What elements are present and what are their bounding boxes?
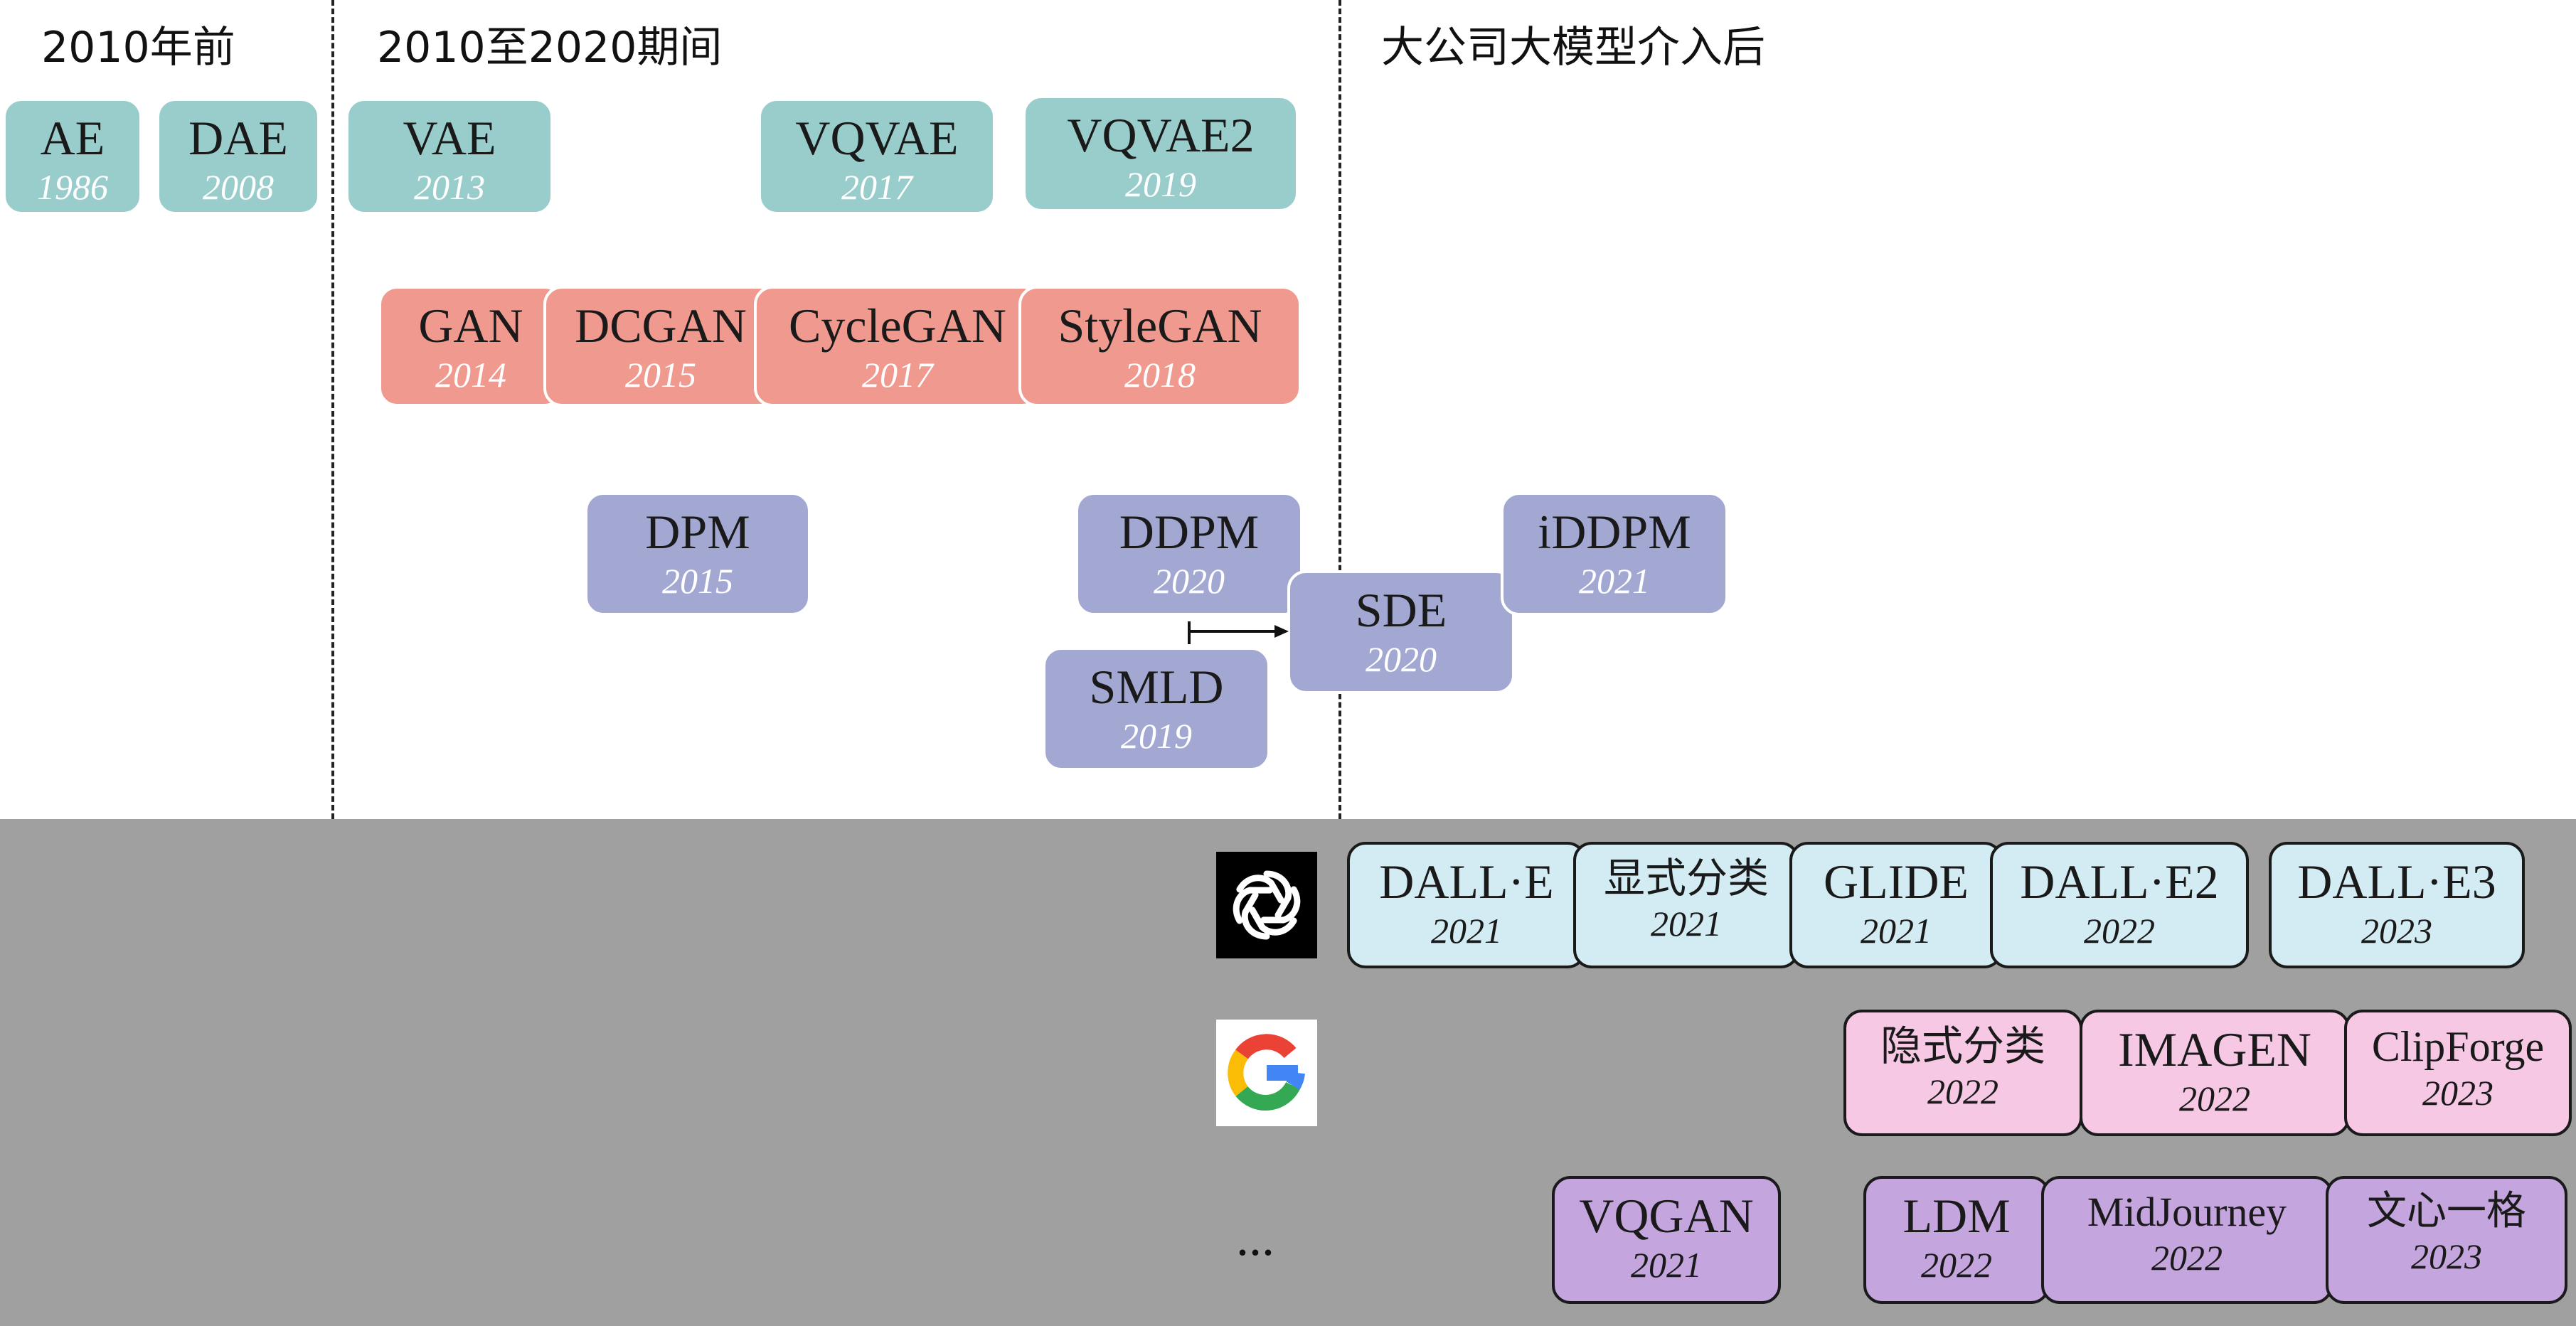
model-year: 2018 — [1124, 355, 1196, 395]
model-year: 2020 — [1366, 639, 1437, 679]
era-label-big-models: 大公司大模型介入后 — [1381, 23, 1765, 73]
model-name: StyleGAN — [1058, 299, 1262, 353]
model-year: 2021 — [1651, 904, 1722, 943]
model-box-imagen: IMAGEN 2022 — [2080, 1010, 2350, 1136]
model-year: 2017 — [841, 167, 912, 207]
model-name: VAE — [403, 111, 496, 165]
model-year: 2015 — [662, 561, 733, 601]
model-name: DCGAN — [575, 299, 747, 353]
model-name: 显式分类 — [1603, 854, 1769, 902]
model-box-implicit-classifier: 隐式分类 2022 — [1843, 1010, 2082, 1136]
model-name: DAE — [188, 111, 288, 165]
model-name: DALL·E2 — [2020, 855, 2219, 909]
model-year: 2021 — [1431, 911, 1502, 951]
era-label-2010-2020: 2010至2020期间 — [377, 23, 723, 73]
model-box-vae: VAE 2013 — [346, 98, 553, 215]
model-box-cyclegan: CycleGAN 2017 — [754, 286, 1041, 407]
model-year: 2020 — [1154, 561, 1225, 601]
model-box-ddpm: DDPM 2020 — [1075, 492, 1303, 616]
model-name: 隐式分类 — [1880, 1022, 2045, 1070]
model-name: GAN — [418, 299, 523, 353]
merge-arrow-icon — [1188, 621, 1289, 644]
model-box-midjourney: MidJourney 2022 — [2041, 1176, 2333, 1304]
model-box-sde: SDE 2020 — [1287, 570, 1515, 694]
era-label-before-2010: 2010年前 — [41, 23, 235, 73]
model-year: 2021 — [1861, 911, 1932, 951]
other-companies-ellipsis: ... — [1236, 1209, 1274, 1266]
model-year: 2023 — [2422, 1073, 2493, 1113]
era-divider-2010 — [331, 0, 334, 819]
model-year: 2022 — [2151, 1238, 2223, 1278]
model-name: VQVAE2 — [1067, 108, 1255, 162]
model-year: 2022 — [1921, 1245, 1992, 1285]
model-year: 2008 — [203, 167, 274, 207]
model-box-dalle3: DALL·E3 2023 — [2269, 842, 2525, 968]
google-logo-icon — [1216, 1020, 1317, 1126]
model-name: LDM — [1902, 1189, 2011, 1243]
model-year: 1986 — [37, 167, 108, 207]
model-name: SDE — [1355, 583, 1447, 637]
model-year: 2022 — [1927, 1071, 1998, 1111]
model-name: iDDPM — [1538, 505, 1691, 559]
model-name: IMAGEN — [2118, 1022, 2311, 1076]
model-box-vqvae: VQVAE 2017 — [758, 98, 996, 215]
model-year: 2017 — [862, 355, 933, 395]
model-name: AE — [40, 111, 105, 165]
model-year: 2021 — [1631, 1245, 1702, 1285]
model-box-dcgan: DCGAN 2015 — [543, 286, 778, 407]
model-name: VQVAE — [795, 111, 959, 165]
model-box-glide: GLIDE 2021 — [1789, 842, 2003, 968]
model-box-wenxin-yige: 文心一格 2023 — [2326, 1176, 2567, 1304]
model-box-ae: AE 1986 — [3, 98, 142, 215]
model-name: DALL·E3 — [2297, 855, 2496, 909]
model-name: DALL·E — [1379, 855, 1554, 909]
model-name: DDPM — [1119, 505, 1260, 559]
model-box-dalle: DALL·E 2021 — [1347, 842, 1586, 968]
model-year: 2014 — [435, 355, 506, 395]
model-year: 2023 — [2361, 911, 2432, 951]
model-year: 2019 — [1121, 716, 1192, 756]
model-name: 文心一格 — [2367, 1188, 2526, 1234]
model-box-vqvae2: VQVAE2 2019 — [1023, 95, 1299, 212]
model-box-iddpm: iDDPM 2021 — [1501, 492, 1728, 616]
model-year: 2023 — [2411, 1236, 2482, 1276]
model-box-vqgan: VQGAN 2021 — [1552, 1176, 1781, 1304]
model-name: CycleGAN — [789, 299, 1006, 353]
openai-logo-icon — [1216, 852, 1317, 958]
model-name: GLIDE — [1824, 855, 1969, 909]
model-year: 2022 — [2084, 911, 2155, 951]
model-box-explicit-classifier: 显式分类 2021 — [1573, 842, 1799, 968]
model-year: 2013 — [414, 167, 485, 207]
model-year: 2021 — [1579, 561, 1650, 601]
model-box-dpm: DPM 2015 — [585, 492, 811, 616]
model-name: SMLD — [1089, 660, 1224, 714]
model-name: ClipForge — [2371, 1023, 2545, 1070]
model-box-gan: GAN 2014 — [378, 286, 563, 407]
model-year: 2015 — [625, 355, 696, 395]
model-name: MidJourney — [2087, 1189, 2287, 1235]
model-name: DPM — [645, 505, 750, 559]
model-year: 2022 — [2179, 1079, 2250, 1118]
model-box-clipforge: ClipForge 2023 — [2344, 1010, 2572, 1136]
model-year: 2019 — [1125, 164, 1196, 204]
model-box-dae: DAE 2008 — [156, 98, 320, 215]
model-name: VQGAN — [1579, 1189, 1754, 1243]
model-box-smld: SMLD 2019 — [1043, 647, 1270, 771]
model-box-dalle2: DALL·E2 2022 — [1990, 842, 2249, 968]
model-box-stylegan: StyleGAN 2018 — [1018, 286, 1302, 407]
era-divider-2020 — [1338, 0, 1341, 819]
model-box-ldm: LDM 2022 — [1863, 1176, 2050, 1304]
